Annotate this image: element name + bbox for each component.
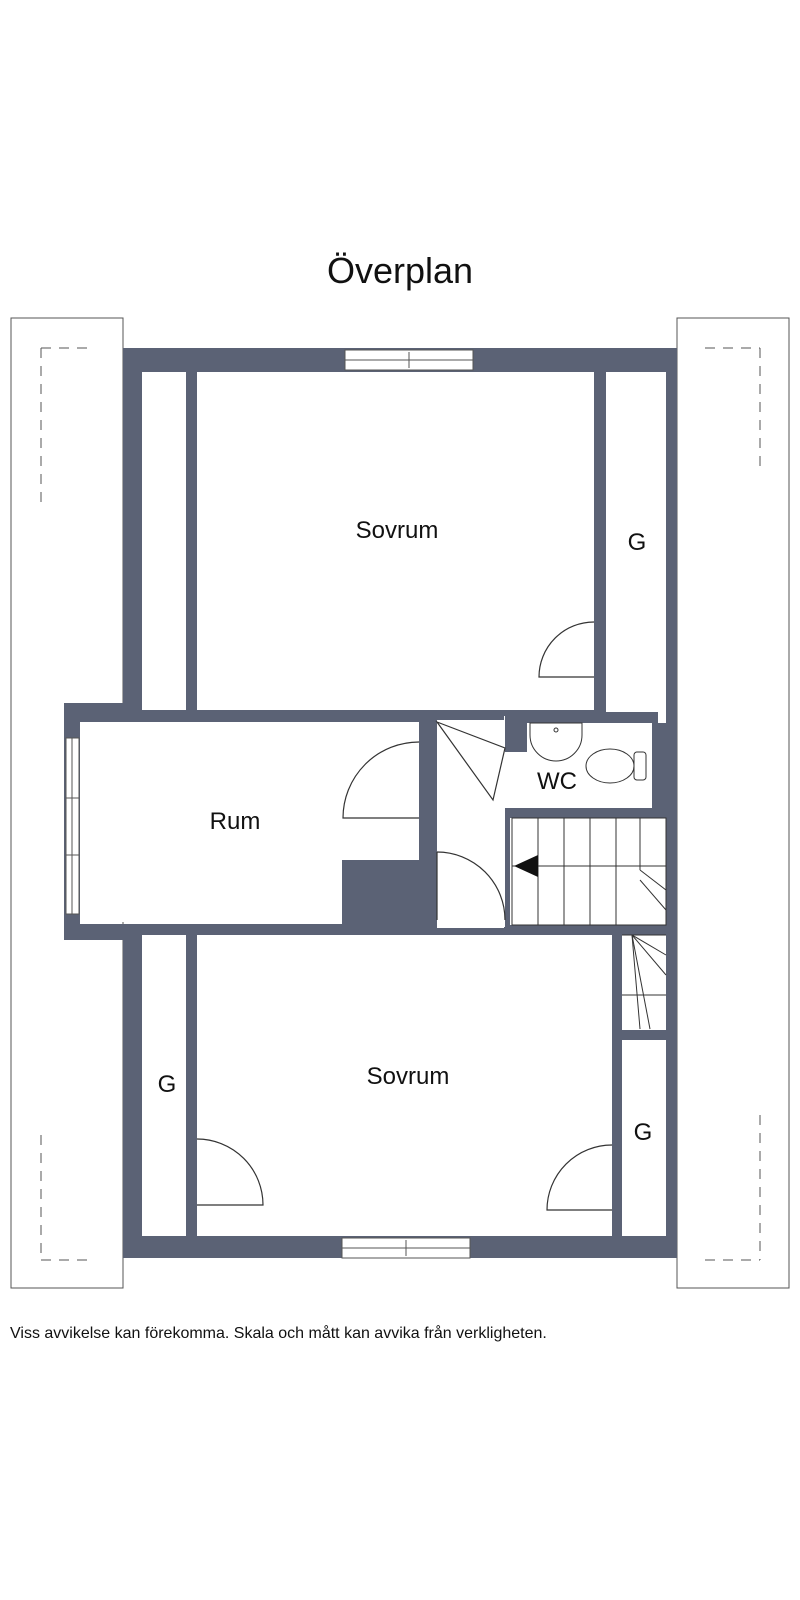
walls	[64, 348, 677, 1258]
room-label-sovrum-top: Sovrum	[356, 517, 439, 544]
plan-title: Överplan	[326, 250, 474, 291]
window-top	[344, 349, 474, 371]
room-label-g-top-right: G	[628, 529, 647, 556]
partition-walls	[123, 372, 666, 1236]
room-label-g-bottom-right: G	[634, 1119, 653, 1146]
window-left	[65, 737, 80, 915]
room-label-wc: WC	[537, 768, 577, 795]
toilet-icon	[585, 748, 647, 784]
window-bottom	[341, 1237, 471, 1259]
room-label-sovrum-bottom: Sovrum	[367, 1063, 450, 1090]
room-label-rum: Rum	[210, 808, 261, 835]
room-fills	[80, 372, 666, 1236]
sink-icon	[529, 722, 583, 762]
roof-outline-right	[676, 317, 790, 1289]
stair-arrow-icon	[514, 855, 538, 877]
room-label-g-bottom-left: G	[158, 1071, 177, 1098]
disclaimer-text: Viss avvikelse kan förekomma. Skala och …	[10, 1325, 547, 1342]
door-swings	[196, 621, 613, 1211]
